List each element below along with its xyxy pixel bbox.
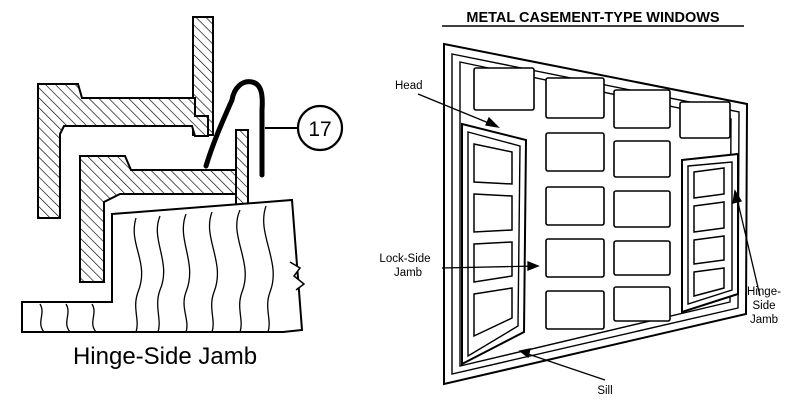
lock-side-label-line1: Lock-Side xyxy=(379,253,430,265)
head-label: Head xyxy=(395,80,423,92)
lock-side-arrowhead xyxy=(527,261,540,271)
jamb-section-drawing xyxy=(37,16,263,283)
diagram-title: METAL CASEMENT-TYPE WINDOWS xyxy=(466,10,720,26)
wood-block-outline xyxy=(21,198,304,333)
callout-circle xyxy=(296,104,344,152)
fixed-panes xyxy=(473,67,731,330)
left-casement-sash xyxy=(461,122,528,366)
hinge-side-arrowhead xyxy=(732,189,743,204)
upper-frame-section xyxy=(37,83,209,219)
head-leader xyxy=(417,93,497,127)
hinge-side-label-line1: Hinge- xyxy=(747,286,781,298)
wood-block xyxy=(21,198,306,333)
wood-grain xyxy=(39,205,274,333)
frame-web xyxy=(235,129,249,211)
lock-side-label-line2: Jamb xyxy=(394,267,422,279)
lock-side-leader xyxy=(441,265,537,269)
wood-crack xyxy=(289,261,306,291)
sill-leader xyxy=(521,351,606,381)
callout-number: 17 xyxy=(308,118,331,141)
hinge-side-leader xyxy=(735,193,761,297)
head-arrowhead xyxy=(485,116,500,128)
leader-lines xyxy=(417,93,761,381)
window-frame xyxy=(443,42,749,386)
jamb-caption: Hinge-Side Jamb xyxy=(73,343,257,370)
hinge-side-label-line2: Side xyxy=(752,300,775,312)
sill-label: Sill xyxy=(597,385,612,397)
hinge-side-label-line3: Jamb xyxy=(750,314,778,326)
right-casement-sash xyxy=(681,152,739,314)
weatherstrip-17 xyxy=(203,79,265,178)
sill-arrowhead xyxy=(518,348,531,359)
